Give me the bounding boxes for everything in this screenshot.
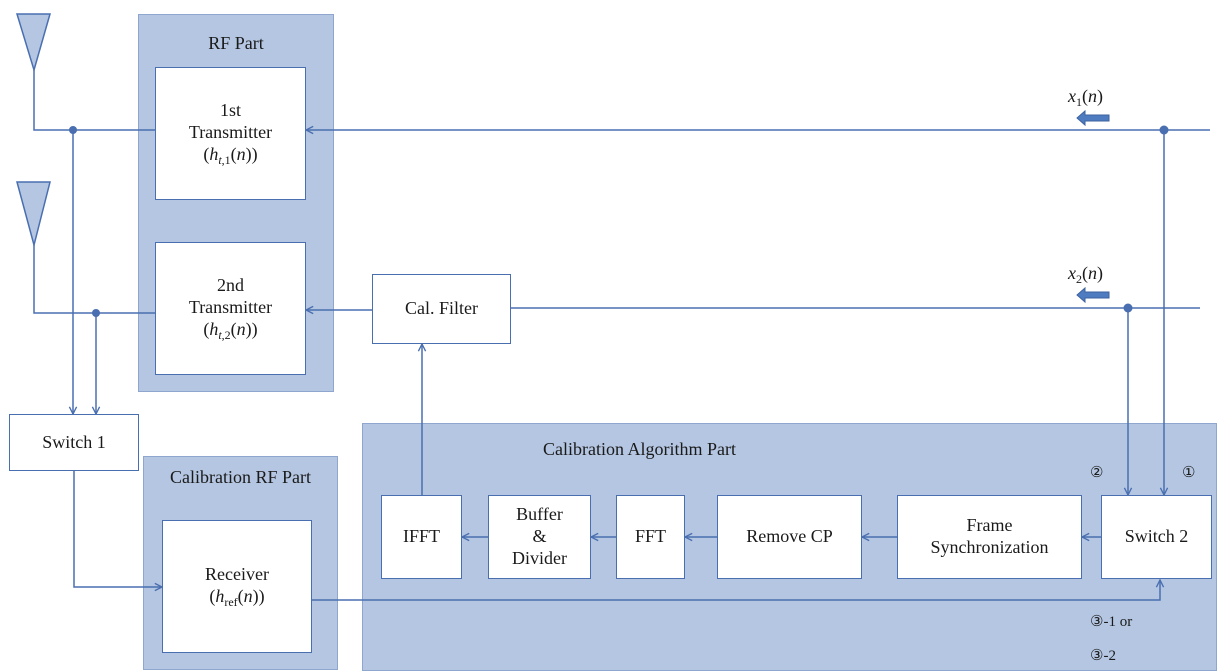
cal-filter-block: Cal. Filter: [372, 274, 511, 344]
calibration-rf-part-title: Calibration RF Part: [170, 467, 311, 487]
buffer-divider-block: Buffer & Divider: [488, 495, 591, 579]
frame-sync-block: Frame Synchronization: [897, 495, 1082, 579]
transmitter-1-ordinal: 1st: [219, 99, 241, 120]
remove-cp-label: Remove CP: [746, 526, 833, 547]
rf-part-title: RF Part: [208, 33, 264, 53]
remove-cp-block: Remove CP: [717, 495, 862, 579]
transmitter-2-block: 2nd Transmitter (ht,2(n)): [155, 242, 306, 375]
calibration-algorithm-part-title: Calibration Algorithm Part: [543, 439, 736, 459]
marker-2: ②: [1090, 465, 1104, 481]
ifft-label: IFFT: [402, 526, 440, 547]
transmitter-1-label: Transmitter: [188, 121, 273, 142]
ampersand-label: &: [532, 526, 547, 547]
fft-label: FFT: [634, 526, 667, 547]
fft-block: FFT: [616, 495, 685, 579]
receiver-block: Receiver (href(n)): [162, 520, 312, 653]
switch-1-block: Switch 1: [9, 414, 139, 471]
synchronization-label: Synchronization: [930, 537, 1049, 557]
buffer-label: Buffer: [516, 504, 563, 525]
marker-3-2: ③-2: [1090, 648, 1116, 664]
transmitter-1-formula: (ht,1(n)): [203, 143, 258, 167]
receiver-formula: (href(n)): [209, 585, 265, 609]
transmitter-2-label: Transmitter: [188, 296, 273, 317]
transmitter-1-block: 1st Transmitter (ht,1(n)): [155, 67, 306, 200]
switch-2-label: Switch 2: [1124, 526, 1189, 547]
transmitter-2-ordinal: 2nd: [217, 274, 244, 295]
signal-x2-label: x2(n): [1068, 263, 1103, 286]
cal-filter-label: Cal. Filter: [405, 298, 478, 319]
frame-label: Frame: [966, 515, 1013, 536]
switch-1-label: Switch 1: [42, 431, 106, 452]
antenna-icon: [15, 13, 51, 248]
marker-1: ①: [1182, 465, 1196, 481]
divider-label: Divider: [512, 547, 567, 568]
signal-x1-label: x1(n): [1068, 86, 1103, 109]
switch-2-block: Switch 2: [1101, 495, 1212, 579]
transmitter-2-formula: (ht,2(n)): [203, 318, 258, 342]
ifft-block: IFFT: [381, 495, 462, 579]
receiver-label: Receiver: [205, 563, 269, 584]
marker-3-1: ③-1 or: [1090, 614, 1133, 630]
